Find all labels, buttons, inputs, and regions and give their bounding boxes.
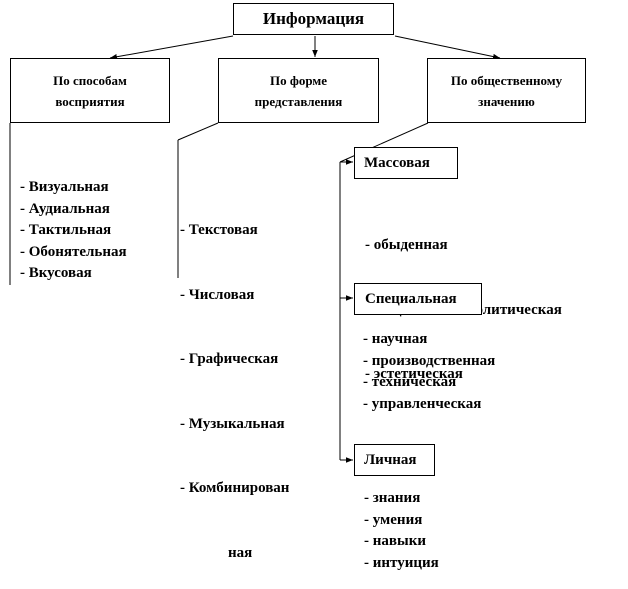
list-item: - производственная [363,352,496,369]
group-special-label: Специальная [365,290,457,307]
list-item: - Визуальная [20,179,109,195]
special-list: - научная - производственная - техническ… [363,329,495,415]
list-item: - обыденная [365,237,448,253]
category-perception-line-2: восприятия [55,93,125,109]
group-mass-label: Массовая [364,154,430,171]
group-special: Специальная [354,283,482,315]
list-item: - техническая [363,374,457,390]
list-item: - Аудиальная [20,200,110,217]
category-form: По форме представления [218,58,379,123]
root-label: Информация [262,9,365,28]
list-item: - знания [364,490,421,506]
category-social-line-1: По общественному [450,72,563,88]
root-node: Информация [233,3,394,35]
list-item: - эстетическая [365,366,463,382]
list-item: - интуиция [364,554,439,571]
list-item: - Тактильная [20,222,112,238]
list-item-continuation: ная [228,544,253,561]
group-personal: Личная [354,444,435,476]
list-item: - навыки [364,533,426,549]
list-item: - Текстовая [180,222,258,238]
perception-list: - Визуальная - Аудиальная - Тактильная -… [20,177,127,285]
arrow-root-to-social [394,35,501,60]
form-bracket-diag [177,122,219,141]
list-item: - умения [364,511,423,528]
category-social-line-2: значению [478,93,535,109]
form-list: - Текстовая - Числовая - Графическая - М… [180,177,289,586]
category-form-line-2: представления [254,93,343,109]
category-perception: По способам восприятия [10,58,170,123]
list-item: - Числовая [180,286,255,303]
list-item: - Вкусовая [20,265,92,281]
arrow-root-to-perception [109,35,234,60]
category-social: По общественному значению [427,58,586,123]
group-personal-label: Личная [364,451,417,468]
list-item: - Обонятельная [20,243,127,260]
list-item: - управленческая [363,395,482,412]
list-item: - Графическая [180,351,279,367]
group-mass: Массовая [354,147,458,179]
category-form-line-1: По форме [269,72,327,88]
category-perception-line-1: По способам [53,72,127,88]
list-item: - научная [363,331,428,347]
personal-list: - знания - умения - навыки - интуиция [364,488,439,574]
list-item: - Комбинирован [180,480,290,496]
list-item: - Музыкальная [180,415,285,432]
